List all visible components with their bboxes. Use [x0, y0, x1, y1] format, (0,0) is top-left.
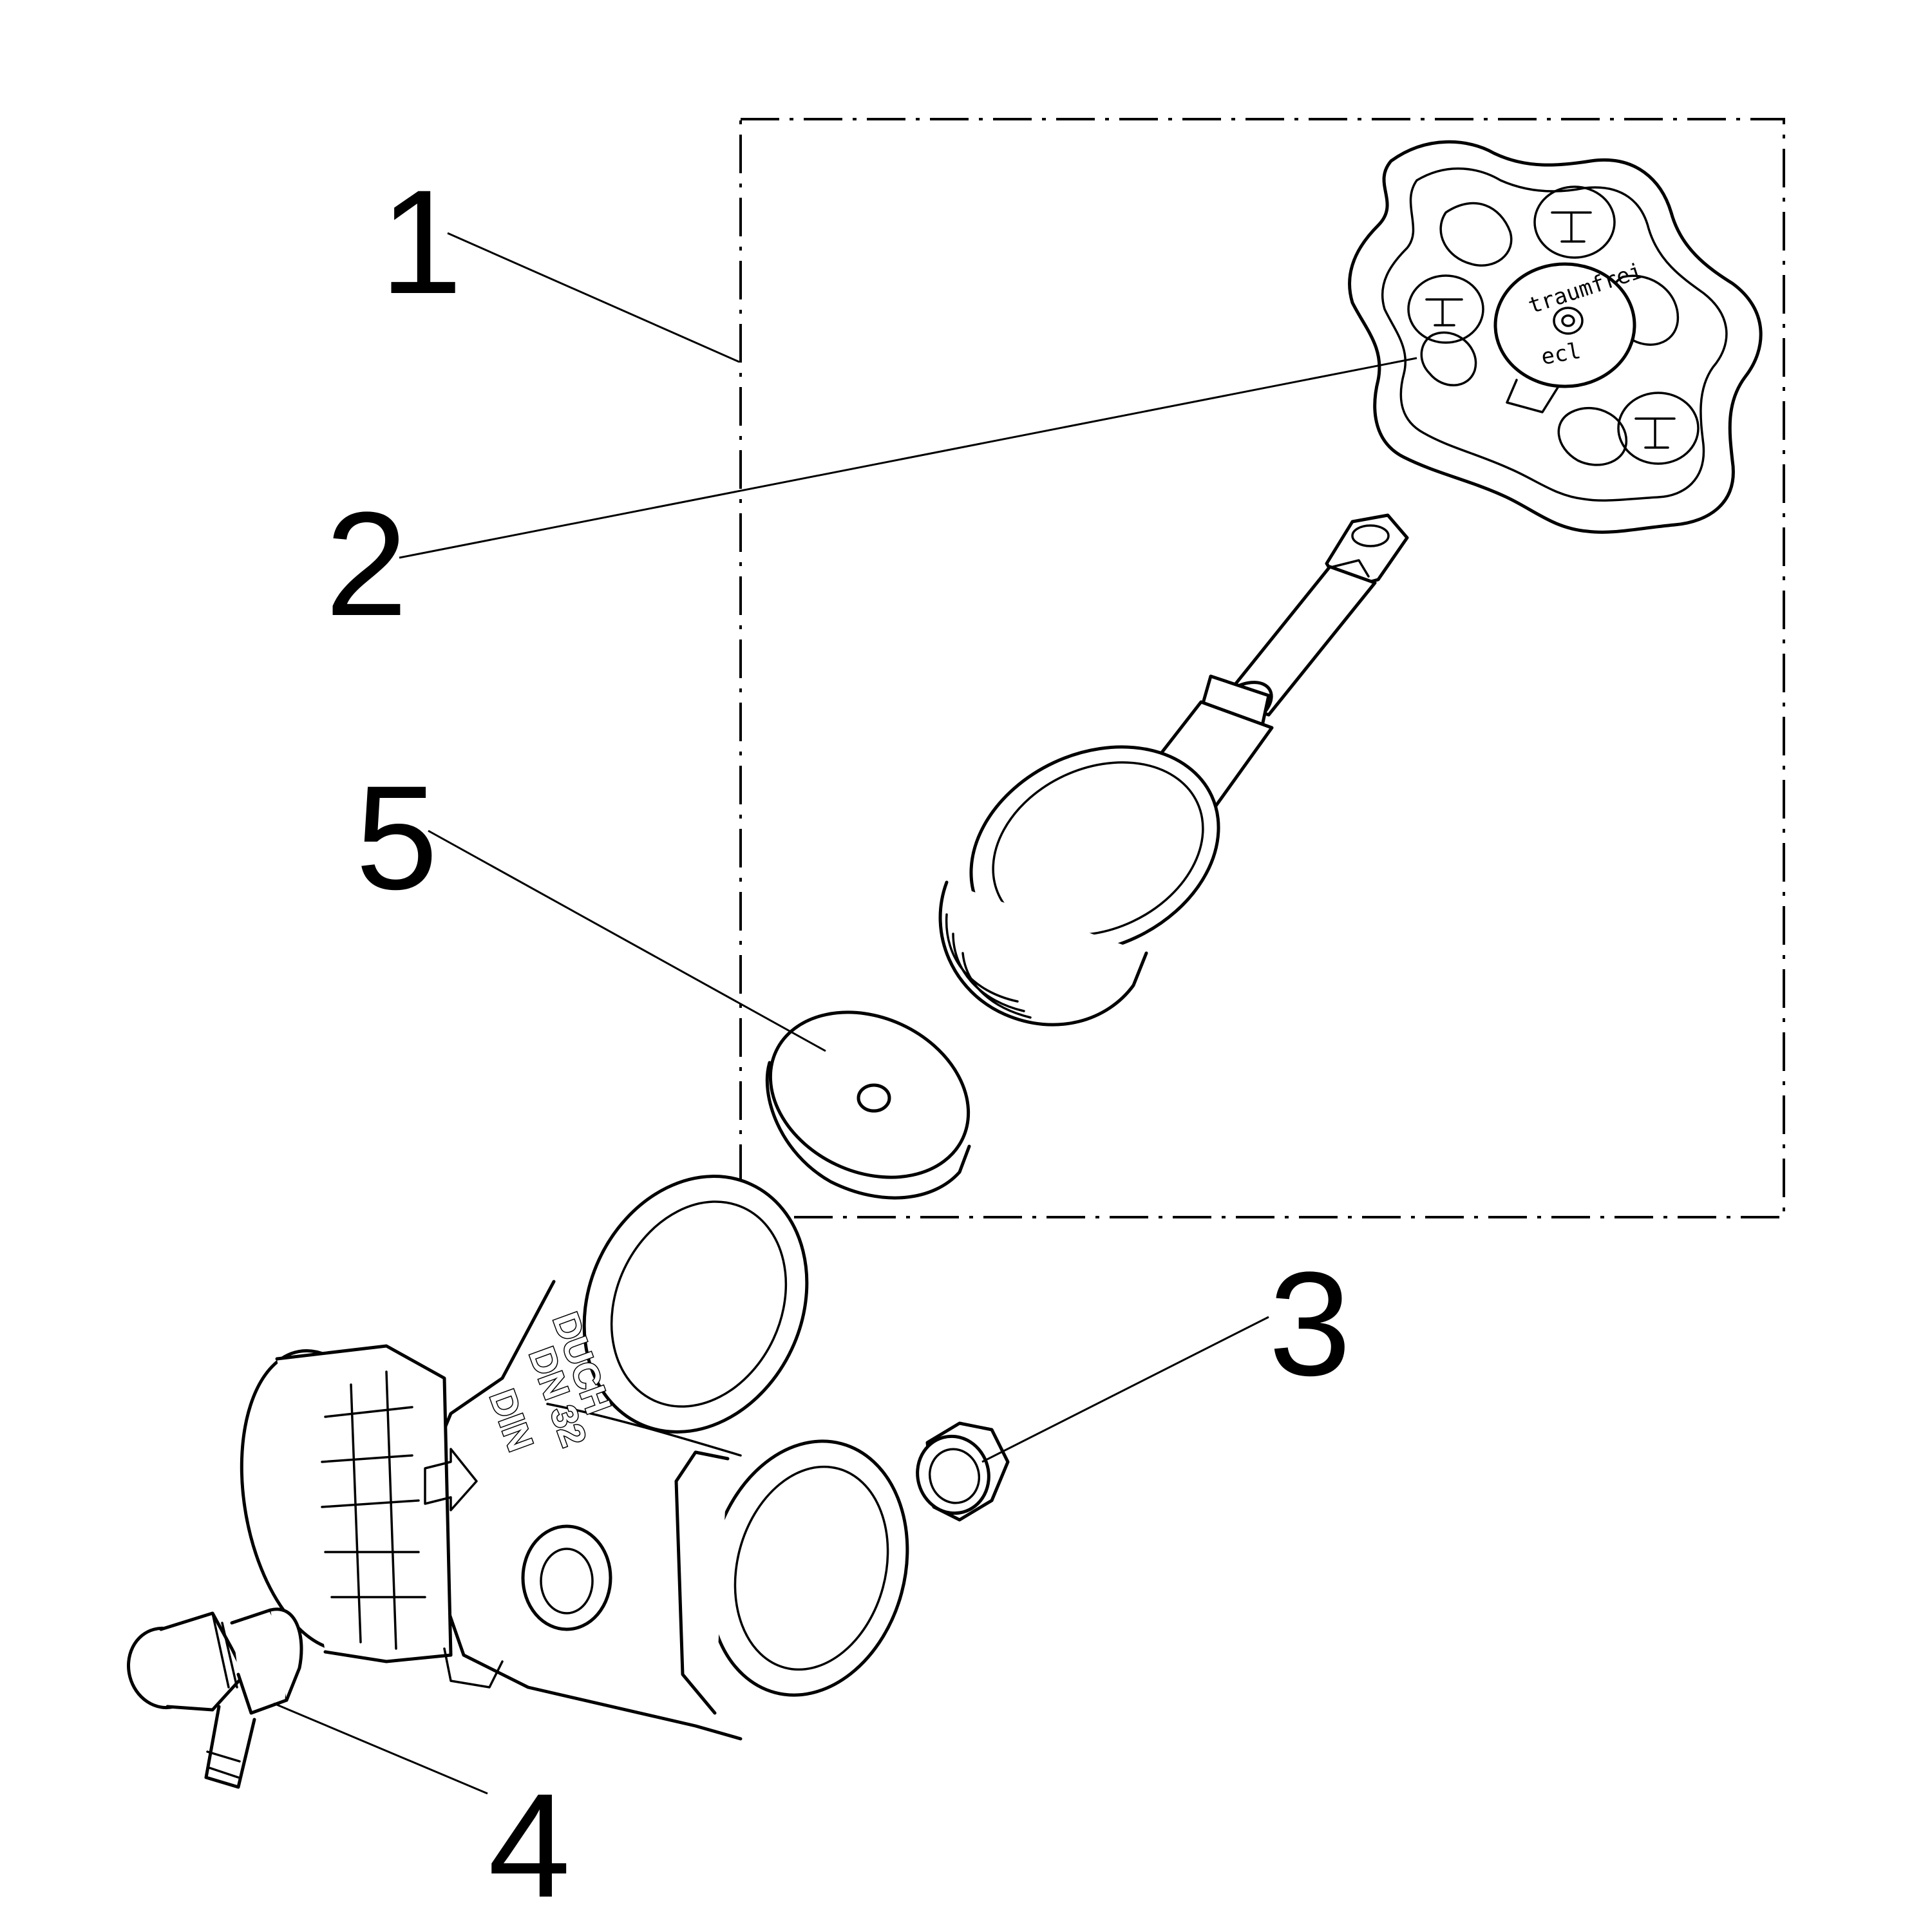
leader-line-5 [428, 829, 826, 1052]
leader-line-1 [447, 232, 740, 363]
leader-line-4 [273, 1702, 488, 1795]
handwheel-part: traumfrei ecl [1348, 140, 1763, 534]
callout-1: 1 [380, 159, 462, 325]
leader-line-2 [399, 357, 1417, 559]
callout-4: 4 [488, 1763, 571, 1928]
leader-line-3 [981, 1316, 1269, 1463]
drain-valve-part [127, 1607, 303, 1789]
valve-body-part: DUCH DN 32 DIN [240, 1175, 909, 1741]
kit-boundary-box [739, 118, 1785, 1218]
washer-part [765, 1010, 971, 1200]
callout-3: 3 [1269, 1241, 1351, 1406]
plug-part [916, 1421, 1010, 1522]
callout-2: 2 [325, 481, 408, 647]
callout-5: 5 [355, 755, 438, 920]
upper-part-stem [938, 513, 1409, 1027]
